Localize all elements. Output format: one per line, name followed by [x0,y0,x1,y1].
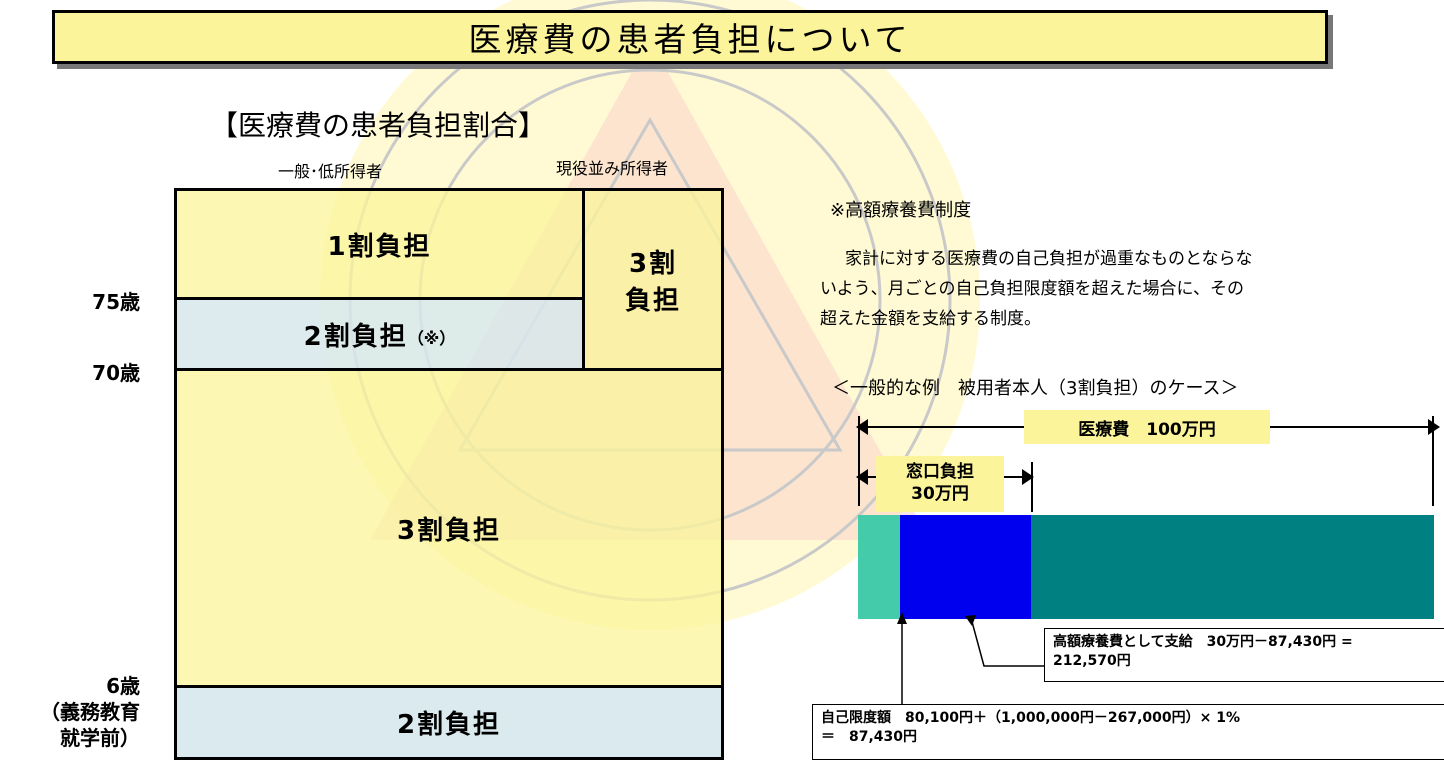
column-general-label: 一般･低所得者 [278,162,383,181]
span-right-tick [1432,416,1434,506]
callout-connectors [897,612,1046,706]
system-title: ※高額療養費制度 [830,200,972,221]
arrow-left-head-icon [856,469,868,485]
cell-two-wari-mid: 2割負担 （※） [177,300,585,371]
column-working-label: 現役並み所得者 [556,159,669,178]
bar-self-limit-segment [858,515,900,619]
system-description-line2: いよう、月ごとの自己負担限度額を超えた場合に、その [820,279,1244,299]
window-right-tick [1031,462,1033,512]
example-title: ＜一般的な例 被用者本人（3割負担）のケース＞ [832,378,1239,399]
cell-one-wari-label: 1割負担 [327,231,432,262]
age-6-label: 6歳 [106,674,140,698]
cell-three-wari-side-line1: 3割 [628,248,678,279]
age-6-note-line1: （義務教育 [40,700,140,724]
span-left-tick [858,416,860,506]
age-75-label: 75歳 [92,290,140,314]
age-70-label: 70歳 [92,361,140,385]
cell-one-wari: 1割負担 [177,191,585,300]
bar-insurance-segment [1031,515,1434,619]
system-description-line3: 超えた金額を支給する制度。 [820,309,1041,329]
arrow-right-head-icon [1428,419,1440,435]
cell-three-wari-side-line2: 負担 [624,285,681,316]
benefit-callout-line2: 212,570円 [1053,653,1131,669]
self-limit-callout-line2: ＝ 87,430円 [821,729,918,745]
system-description-line1: 家計に対する医療費の自己負担が過重なものとならな [845,249,1253,269]
cell-two-wari-mid-label: 2割負担 [303,321,408,352]
title-banner: 医療費の患者負担について [52,10,1328,64]
benefit-callout: 高額療養費として支給 30万円－87,430円 = 212,570円 [1044,628,1444,682]
window-burden-line1: 窓口負担 [906,462,974,482]
benefit-callout-line1: 高額療養費として支給 30万円－87,430円 = [1053,634,1353,650]
cell-three-wari-main: 3割負担 [177,371,721,688]
page-title: 医療費の患者負担について [468,20,912,59]
cell-two-wari-bottom: 2割負担 [177,688,721,757]
self-limit-callout: 自己限度額 80,100円＋（1,000,000円－267,000円）× 1% … [812,704,1444,760]
age-6-note-line2: 就学前） [60,726,140,750]
medical-fee-label: 医療費 100万円 [1024,410,1270,444]
bar-benefit-segment [900,515,1031,619]
ratio-heading: 【医療費の患者負担割合】 [210,109,547,142]
window-burden-line2: 30万円 [911,484,969,504]
cell-two-wari-note: （※） [407,329,456,348]
cell-three-wari-main-label: 3割負担 [396,515,502,546]
burden-ratio-grid: 1割負担 2割負担 （※） 3割 負担 3割負担 2割負担 [174,188,724,760]
self-limit-callout-line1: 自己限度額 80,100円＋（1,000,000円－267,000円）× 1% [821,710,1240,726]
cell-three-wari-side: 3割 負担 [585,191,721,371]
window-burden-label: 窓口負担 30万円 [876,456,1004,512]
cell-two-wari-bottom-label: 2割負担 [396,710,502,740]
